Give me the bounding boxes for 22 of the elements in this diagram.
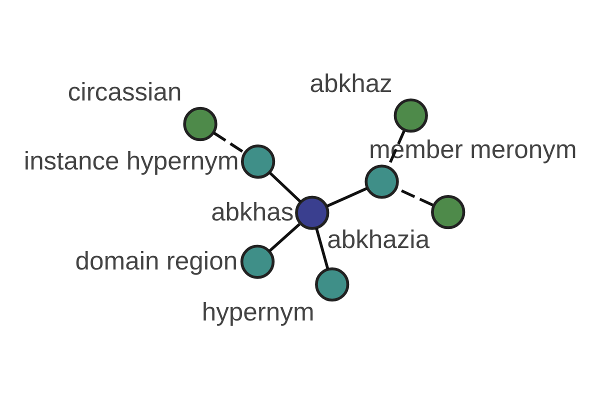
node-circle xyxy=(295,196,330,230)
node-circle xyxy=(364,164,399,199)
node-label: hypernym xyxy=(202,298,314,327)
node-label: abkhaz xyxy=(310,70,392,98)
node-circle xyxy=(240,244,275,279)
node-circle xyxy=(240,144,276,179)
connector xyxy=(268,171,302,204)
node-label: circassian xyxy=(68,78,182,106)
node-circle xyxy=(183,106,218,142)
connector xyxy=(212,132,246,154)
node-circle xyxy=(431,194,466,230)
node-label: domain region xyxy=(75,247,238,276)
connector xyxy=(396,187,434,206)
node-label: abkhazia xyxy=(327,226,430,254)
node-circle xyxy=(315,267,350,302)
connector xyxy=(315,228,330,270)
connector xyxy=(326,187,368,208)
connector xyxy=(268,223,300,252)
node-label: member meronym xyxy=(369,136,577,164)
node-label: instance hypernym xyxy=(24,147,239,176)
node-circle xyxy=(394,98,428,133)
node-label: abkhas xyxy=(211,198,294,226)
